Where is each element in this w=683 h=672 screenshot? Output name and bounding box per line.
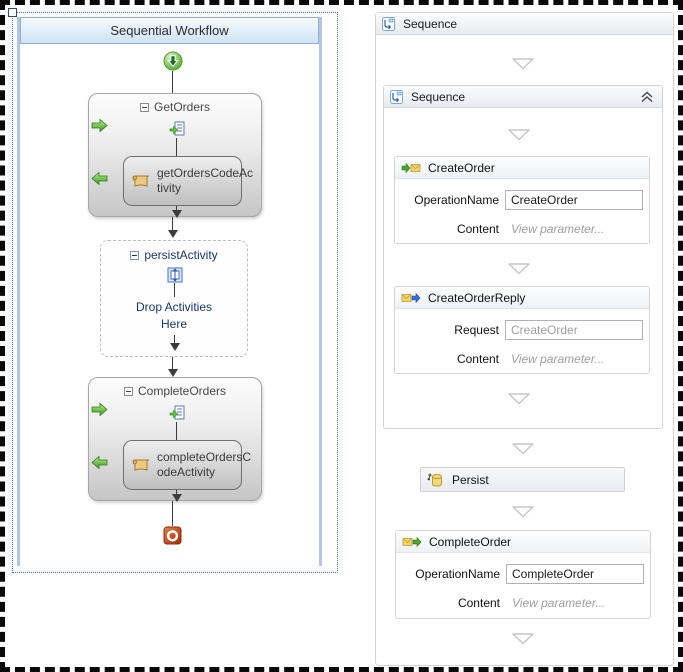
content-label: Content: [456, 352, 499, 366]
content-label: Content: [457, 596, 500, 610]
operationname-input[interactable]: CreateOrder: [505, 190, 643, 210]
view-parameter-link[interactable]: View parameter...: [511, 352, 605, 366]
activity-persistactivity[interactable]: persistActivity Drop Activities Here: [100, 240, 248, 357]
connector-line: [172, 357, 173, 369]
selection-handle[interactable]: [8, 8, 17, 17]
drop-triangle-icon[interactable]: [511, 505, 535, 518]
operationname-label: OperationName: [415, 567, 500, 581]
activity-completeorders-title: CompleteOrders: [89, 384, 261, 398]
connector-arrow: [172, 494, 182, 502]
sequence-icon: [381, 16, 396, 32]
activity-getorders[interactable]: GetOrders: [88, 93, 262, 218]
send-icon: [402, 536, 422, 548]
drop-triangle-icon[interactable]: [507, 392, 531, 405]
connector-arrow: [170, 343, 180, 351]
drop-activities-hint: Drop Activities Here: [135, 300, 213, 331]
workflow3-designer-panel: Sequential Workflow GetOrders: [17, 17, 322, 566]
activity-completeorder[interactable]: CompleteOrder OperationName CompleteOrde…: [395, 530, 651, 619]
activity-persistactivity-label: persistActivity: [144, 248, 218, 262]
connector-arrow: [168, 230, 178, 238]
activity-getorderscodeactivity[interactable]: getOrdersCodeAc tivity: [123, 156, 253, 206]
activity-completeorders-label: CompleteOrders: [137, 384, 227, 398]
activity-completeorderscodeactivity[interactable]: completeOrdersC odeActivity: [123, 440, 251, 490]
activity-persist[interactable]: Persist: [420, 467, 625, 492]
code-scroll-icon: [131, 173, 151, 189]
root-sequence-header[interactable]: Sequence: [376, 13, 673, 35]
inner-sequence-label: Sequence: [411, 89, 466, 104]
sequence-child-icon: [169, 405, 185, 421]
activity-persistactivity-title: persistActivity: [101, 248, 247, 262]
collapse-minus-icon[interactable]: [123, 386, 133, 396]
persist-block-icon: [167, 267, 183, 283]
inner-sequence-header[interactable]: Sequence: [384, 86, 662, 108]
send-reply-icon: [401, 292, 421, 304]
activity-getorders-title: GetOrders: [89, 100, 261, 114]
request-input[interactable]: CreateOrder: [505, 320, 643, 340]
activity-persist-label: Persist: [452, 472, 489, 487]
selection-outline: [12, 12, 338, 573]
connector-line: [174, 335, 175, 343]
start-icon: [163, 51, 183, 71]
drop-triangle-icon[interactable]: [507, 128, 531, 141]
operationname-input[interactable]: CompleteOrder: [506, 564, 644, 584]
workflow-title-bar[interactable]: Sequential Workflow: [20, 17, 319, 44]
workflow-title: Sequential Workflow: [110, 23, 229, 38]
collapse-minus-icon[interactable]: [139, 102, 149, 112]
activity-createorderreply-header[interactable]: CreateOrderReply: [395, 287, 649, 309]
connector-line: [176, 138, 177, 156]
content-label: Content: [456, 222, 499, 236]
connector-line: [172, 501, 173, 526]
collapse-chevron-icon[interactable]: [640, 91, 654, 103]
stop-icon: [163, 526, 182, 545]
connector-line: [176, 206, 177, 211]
green-back-arrow-icon: [91, 455, 108, 470]
collapse-minus-icon[interactable]: [130, 250, 140, 260]
green-forward-arrow-icon: [91, 118, 108, 133]
workflow3-canvas: GetOrders: [20, 44, 319, 566]
green-back-arrow-icon: [91, 171, 108, 186]
sequence-child-icon: [169, 121, 185, 137]
receive-icon: [401, 162, 421, 174]
activity-createorder[interactable]: CreateOrder OperationName CreateOrder Co…: [394, 156, 650, 244]
view-parameter-link[interactable]: View parameter...: [512, 596, 606, 610]
activity-completeorder-header[interactable]: CompleteOrder: [396, 531, 650, 553]
connector-line: [176, 422, 177, 440]
connector-line: [174, 283, 175, 297]
drop-triangle-icon[interactable]: [511, 442, 535, 455]
connector-line: [172, 71, 173, 93]
persist-database-icon: [427, 472, 444, 488]
activity-createorder-header[interactable]: CreateOrder: [395, 157, 649, 179]
workflow4-designer: Sequence Sequence: [375, 12, 674, 666]
drop-triangle-icon[interactable]: [507, 262, 531, 275]
activity-createorderreply-label: CreateOrderReply: [428, 290, 526, 305]
connector-line: [176, 490, 177, 495]
connector-arrow: [168, 369, 178, 377]
green-forward-arrow-icon: [91, 402, 108, 417]
operationname-label: OperationName: [414, 193, 499, 207]
drop-triangle-icon[interactable]: [511, 57, 535, 70]
activity-completeorder-label: CompleteOrder: [429, 534, 512, 549]
sequence-icon: [389, 89, 404, 105]
inner-sequence-activity[interactable]: Sequence: [383, 85, 663, 429]
activity-getorders-label: GetOrders: [153, 100, 210, 114]
code-scroll-icon: [131, 457, 151, 473]
request-label: Request: [454, 323, 499, 337]
activity-createorder-label: CreateOrder: [428, 160, 495, 175]
connector-line: [172, 217, 173, 230]
connector-arrow: [172, 210, 182, 218]
drop-triangle-icon[interactable]: [511, 632, 535, 645]
activity-createorderreply[interactable]: CreateOrderReply Request CreateOrder Con…: [394, 286, 650, 374]
activity-completeorders[interactable]: CompleteOrders: [88, 377, 262, 502]
root-sequence-label: Sequence: [403, 16, 458, 31]
activity-completeorderscodeactivity-label: completeOrdersC odeActivity: [157, 450, 252, 479]
view-parameter-link[interactable]: View parameter...: [511, 222, 605, 236]
activity-getorderscodeactivity-label: getOrdersCodeAc tivity: [157, 166, 254, 195]
